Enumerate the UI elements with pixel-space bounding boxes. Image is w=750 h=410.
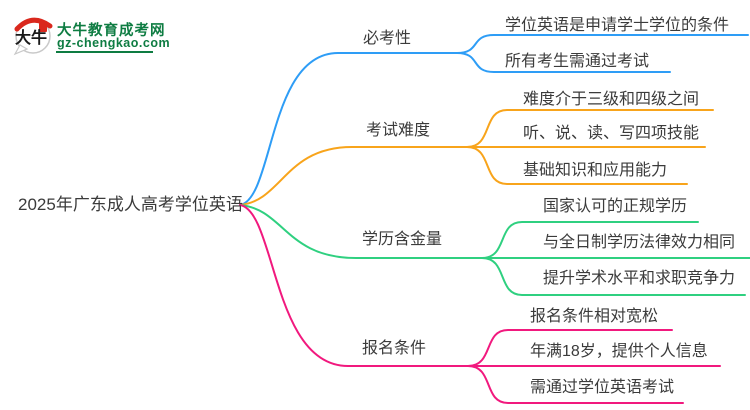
branch-3-child-2: 与全日制学历法律效力相同 xyxy=(543,234,736,251)
branch-1-child-2: 所有考生需通过考试 xyxy=(505,53,650,70)
branch-4-child-1-line xyxy=(467,329,673,367)
branch-2-label: 考试难度 xyxy=(366,122,431,139)
branch-4-trunk-line xyxy=(239,204,469,367)
branch-2-trunk-line xyxy=(239,146,468,206)
site-name: 大牛教育成考网 xyxy=(57,23,166,39)
svg-text:大牛: 大牛 xyxy=(15,28,47,47)
branch-4-child-2: 年满18岁，提供个人信息 xyxy=(530,343,708,360)
site-logo[interactable]: 大牛 大牛教育成考网 gz-chengkao.com xyxy=(10,12,170,56)
branch-3-child-3-line xyxy=(481,257,746,296)
branch-2-child-3: 基础知识和应用能力 xyxy=(523,162,668,179)
branch-2-child-1-line xyxy=(466,109,714,148)
branch-2-child-1: 难度介于三级和四级之间 xyxy=(523,91,700,108)
branch-1-child-1-line xyxy=(456,34,749,54)
branch-2-child-2: 听、说、读、写四项技能 xyxy=(523,125,700,142)
branch-4-label: 报名条件 xyxy=(362,340,427,357)
logo-bubble-icon: 大牛 xyxy=(13,17,53,56)
branch-1-trunk-line xyxy=(239,52,458,206)
branch-1-label: 必考性 xyxy=(363,30,412,47)
branch-4-child-3: 需通过学位英语考试 xyxy=(530,379,675,396)
site-domain: gz-chengkao.com xyxy=(57,36,171,50)
branch-2-child-3-line xyxy=(466,146,688,185)
central-topic: 2025年广东成人高考学位英语 xyxy=(18,195,243,214)
branch-1-child-2-line xyxy=(456,52,671,73)
branch-1-child-1: 学位英语是申请学士学位的条件 xyxy=(505,17,730,34)
branch-3-label: 学历含金量 xyxy=(362,231,443,248)
branch-3-child-3: 提升学术水平和求职竞争力 xyxy=(543,270,736,287)
branch-4-child-1: 报名条件相对宽松 xyxy=(530,308,659,325)
logo-underline xyxy=(56,51,153,53)
branch-3-child-1: 国家认可的正规学历 xyxy=(543,198,688,215)
branch-4-child-3-line xyxy=(467,365,684,404)
branch-3-trunk-line xyxy=(239,204,483,259)
branch-3-child-1-line xyxy=(481,221,699,259)
